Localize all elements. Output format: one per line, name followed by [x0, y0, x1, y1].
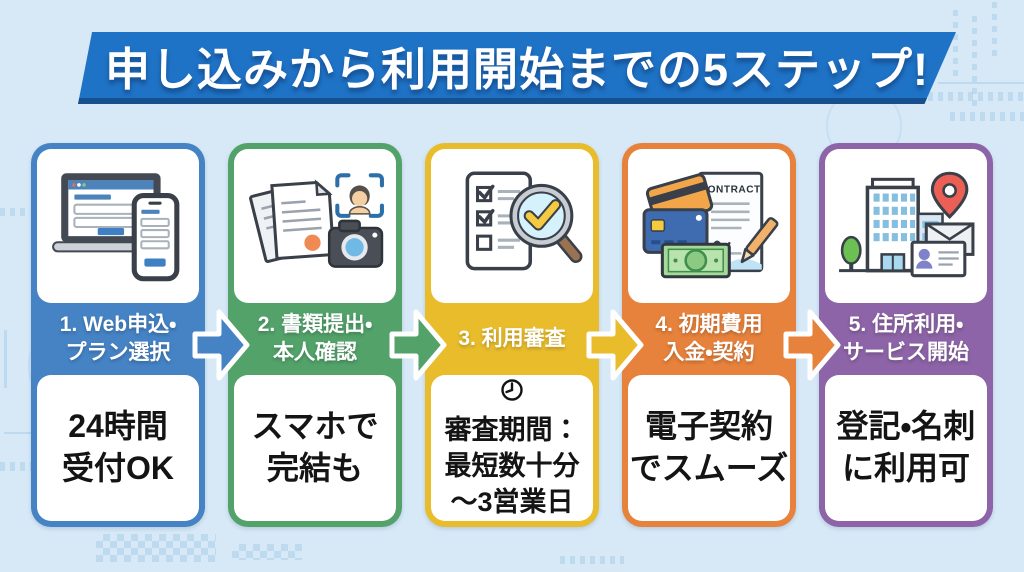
arrow-step1-to-step2-icon: [192, 309, 250, 381]
checklist-magnifier-icon: [465, 171, 583, 271]
step-note-line: 最短数十分: [444, 451, 580, 481]
contract-label: CONTRACT: [700, 185, 761, 196]
circuit-pattern: [950, 112, 1024, 121]
arrow-step4-to-step5-icon: [783, 309, 841, 381]
step-2-illustration: [234, 149, 396, 303]
step-label-line: 3. 利用審査: [458, 327, 566, 351]
step-card-2: 2. 書類提出・ 本人確認 スマホで 完結も: [228, 143, 402, 527]
clock-icon: [501, 379, 523, 401]
step-3-illustration: [431, 149, 593, 303]
arrow-step3-to-step4-icon: [586, 309, 644, 381]
circuit-pattern: [972, 14, 977, 106]
laptop-smartphone-icon: [52, 173, 180, 282]
circuit-pattern: [560, 556, 624, 564]
step-5-illustration: [825, 149, 987, 303]
step-label-line: 1. Web申込・: [59, 313, 177, 337]
step-5-label: 5. 住所利用・ サービス開始: [825, 303, 987, 375]
step-label-line: サービス開始: [843, 341, 969, 364]
step-4-label: 4. 初期費用 入金・契約: [628, 303, 790, 375]
step-note-line: 電子契約: [644, 408, 773, 445]
circuit-pattern: [953, 6, 958, 76]
documents-face-camera-icon: [249, 173, 384, 268]
payment-contract-icon: CONTRACT: [642, 171, 779, 279]
step-3-label: 3. 利用審査: [431, 303, 593, 375]
step-1-illustration: [37, 149, 199, 303]
face-id-frame: [335, 173, 384, 218]
step-label-line: 入金・契約: [663, 341, 755, 364]
building-address-pin-icon: [839, 171, 975, 278]
step-note-line: 審査期間：: [445, 375, 580, 448]
circuit-pattern: [0, 208, 26, 216]
step-label-line: 本人確認: [273, 341, 357, 364]
step-5-note: 登記・名刺 に利用可: [825, 375, 987, 521]
step-1-note: 24時間 受付OK: [37, 375, 199, 521]
banknote: [660, 242, 731, 279]
step-3-note: 審査期間： 最短数十分 ～3営業日: [431, 375, 593, 521]
step-card-3: 3. 利用審査 審査期間： 最短数十分 ～3営業日: [425, 143, 599, 527]
step-label-line: 4. 初期費用: [655, 313, 763, 337]
step-card-4: CONTRACT: [622, 143, 796, 527]
business-card: [910, 240, 967, 278]
step-2-label: 2. 書類提出・ 本人確認: [234, 303, 396, 375]
step-note-line: でスムーズ: [629, 450, 789, 486]
step-label-line: プラン選択: [65, 341, 171, 364]
step-note-line: 完結も: [266, 450, 363, 486]
step-note-line: 登記・名刺: [836, 408, 976, 445]
arrow-step2-to-step3-icon: [389, 309, 447, 381]
step-label-line: 2. 書類提出・: [257, 313, 373, 337]
step-4-illustration: CONTRACT: [628, 149, 790, 303]
title-banner: 申し込みから利用開始までの5ステップ!: [78, 32, 956, 104]
camera: [327, 219, 384, 268]
step-1-label: 1. Web申込・ プラン選択: [37, 303, 199, 375]
step-note-line: 受付OK: [61, 450, 174, 486]
step-note-line: に利用可: [841, 450, 970, 486]
step-label-line: 5. 住所利用・: [848, 313, 964, 337]
page-title: 申し込みから利用開始までの5ステップ!: [104, 43, 929, 95]
step-note-line: スマホで: [251, 408, 379, 445]
step-note-line: 24時間: [68, 408, 168, 445]
step-note-line: ～3営業日: [450, 487, 574, 518]
circuit-pattern: [96, 534, 216, 562]
circuit-pattern: [4, 330, 7, 388]
steps-row: 1. Web申込・ プラン選択 24時間 受付OK: [31, 143, 993, 527]
circuit-pattern: [992, 2, 997, 56]
pen: [740, 217, 779, 264]
step-4-note: 電子契約 でスムーズ: [628, 375, 790, 521]
step-2-note: スマホで 完結も: [234, 375, 396, 521]
circuit-pattern: [232, 544, 302, 560]
circuit-pattern: [938, 82, 1024, 84]
step-card-5: 5. 住所利用・ サービス開始 登記・名刺 に利用可: [819, 143, 993, 527]
step-card-1: 1. Web申込・ プラン選択 24時間 受付OK: [31, 143, 205, 527]
circuit-pattern: [928, 92, 1024, 101]
